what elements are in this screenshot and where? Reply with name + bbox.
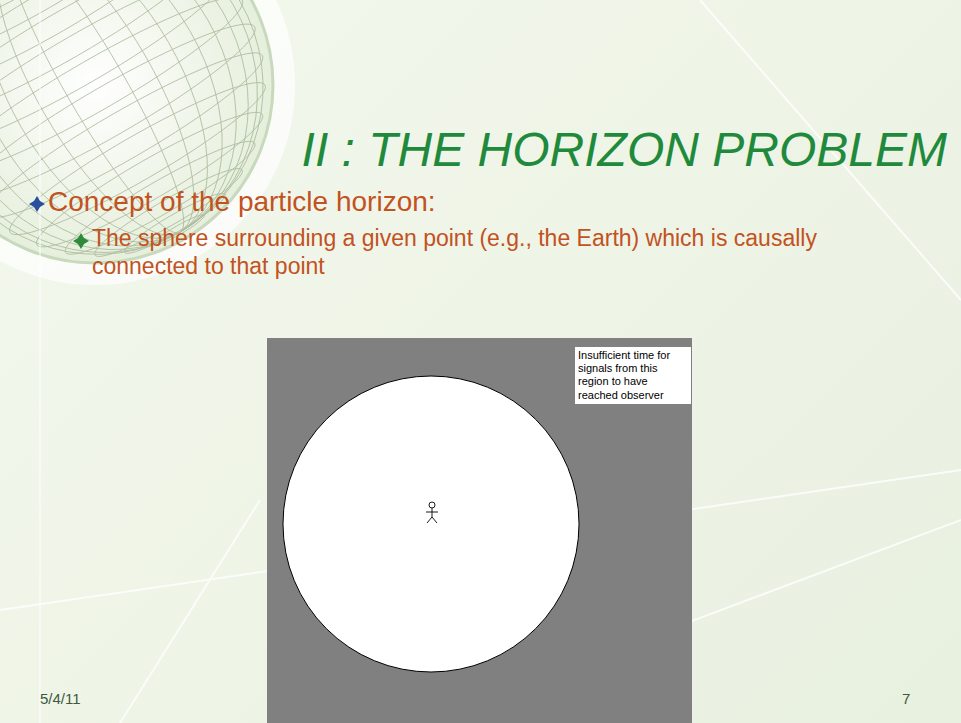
footer-date: 5/4/11 [40,690,81,707]
bullet-star [73,233,89,249]
observer-figure [426,502,438,523]
outside-horizon-region [267,338,692,723]
slide-title: II : THE HORIZON PROBLEM [302,122,947,177]
bullet-star [29,196,45,212]
particle-horizon-circle [283,376,579,672]
bullet-text: Concept of the particle horizon: [48,186,436,218]
callout-box: Insufficient time for signals from this … [575,347,691,404]
sub-bullet-text: The sphere surrounding a given point (e.… [92,225,902,280]
page-number: 7 [902,690,910,707]
callout-text: Insufficient time for signals from this … [578,349,688,402]
